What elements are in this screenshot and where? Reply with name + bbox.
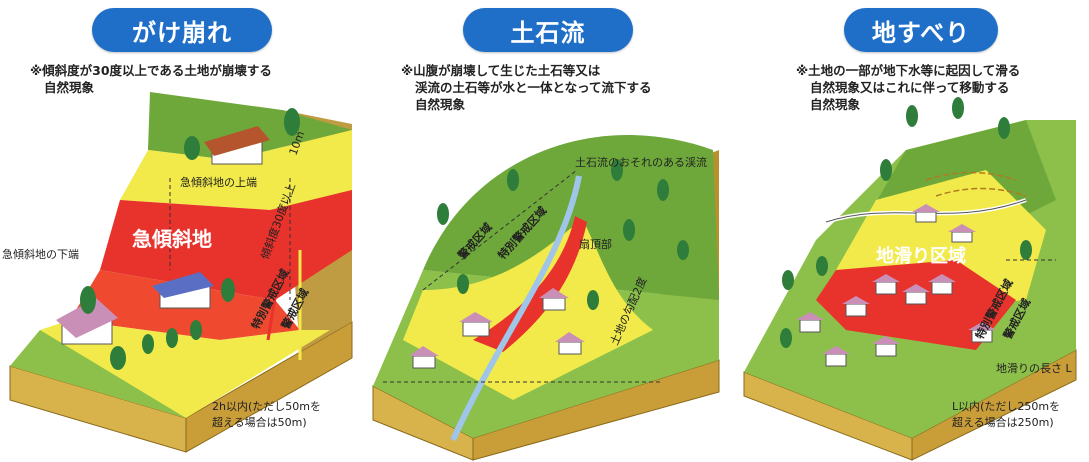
panel-title: がけ崩れ [92, 8, 272, 52]
label-note-line1: L以内(ただし250mを [952, 399, 1060, 413]
panel-description: ※土地の一部が地下水等に起因して滑る 自然現象又はこれに伴って移動する 自然現象 [796, 63, 1021, 112]
label-note-line2: 超える場合は50m) [212, 415, 307, 429]
label-fan-apex: 扇頂部 [579, 237, 612, 251]
label-steep-land: 急傾斜地 [132, 227, 212, 251]
panel-description: ※山腹が崩壊して生じた土石等又は 渓流の土石等が水と一体となって流下する 自然現… [401, 63, 652, 112]
panel-gake-kuzure: がけ崩れ ※傾斜度が30度以上である土地が崩壊する 自然現象 [0, 0, 363, 462]
debris-flow-illustration: 土石流のおそれのある渓流 警戒区域 特別警戒区域 扇頂部 土地の勾配2度 [372, 135, 720, 461]
panel-title: 土石流 [463, 8, 633, 52]
panel-jisuberi: 地すべり ※土地の一部が地下水等に起因して滑る 自然現象又はこれに伴って移動する… [726, 0, 1089, 462]
panel-doseki-ryu: 土石流 ※山腹が崩壊して生じた土石等又は 渓流の土石等が水と一体となって流下する… [363, 0, 726, 462]
label-bottom-edge: 急傾斜地の下端 [2, 247, 79, 261]
label-note-line1: 2h以内(ただし50mを [212, 399, 321, 413]
landslide-illustration: 地滑り区域 特別警戒区域 警戒区域 地滑りの長さ L L以内(ただし250mを … [743, 97, 1077, 461]
label-note-line2: 超える場合は250m) [952, 415, 1054, 429]
label-landslide-zone: 地滑り区域 [876, 245, 966, 267]
label-length: 地滑りの長さ L [996, 362, 1072, 375]
panel-title: 地すべり [844, 8, 998, 52]
label-top-edge: 急傾斜地の上端 [180, 175, 257, 189]
label-stream: 土石流のおそれのある渓流 [575, 155, 707, 169]
panel-description: ※傾斜度が30度以上である土地が崩壊する 自然現象 [30, 63, 272, 95]
landslide-cliff-illustration: 急傾斜地の上端 10m 傾斜度30度以上 急傾斜地 急傾斜地の下端 特別警戒区域… [2, 92, 353, 453]
